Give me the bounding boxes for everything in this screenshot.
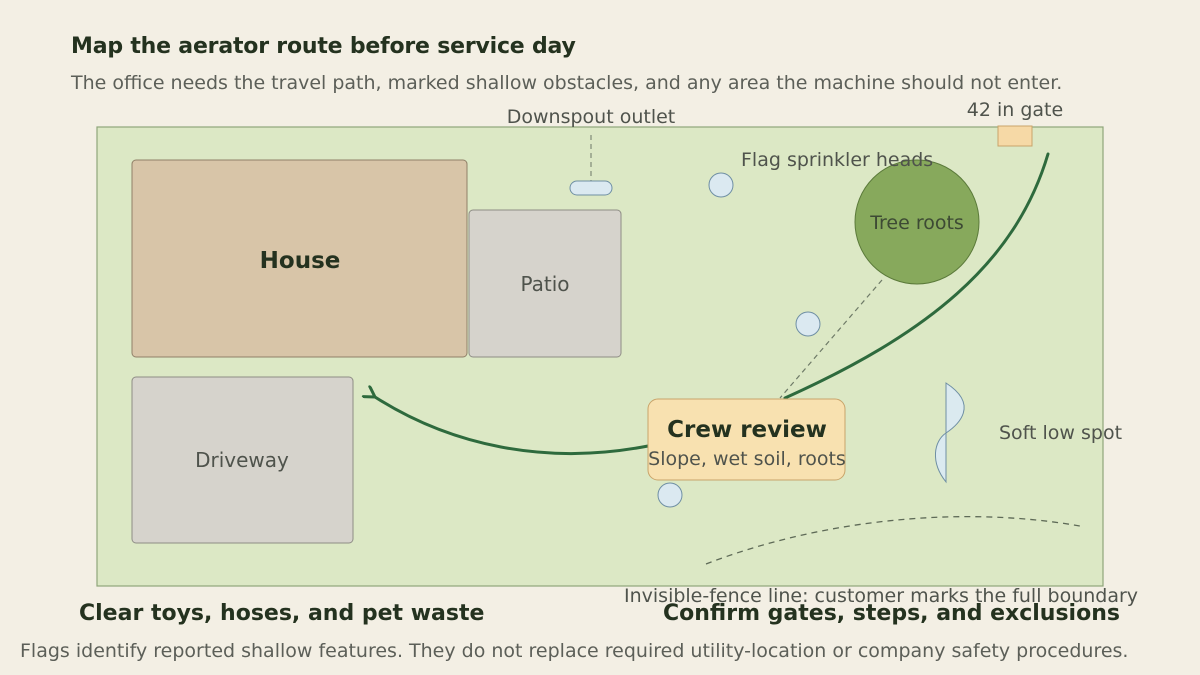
sprinkler-head [795,311,821,337]
low-spot-label: Soft low spot [999,422,1122,444]
aerator-route-arrow [375,397,650,455]
crew-review-title: Crew review [667,417,827,443]
footer-left-note: Clear toys, hoses, and pet waste [79,601,485,626]
patio-label: Patio [520,272,569,296]
page-subtitle: The office needs the travel path, marked… [71,72,1063,94]
house [131,159,468,358]
downspout-outlet [569,180,613,196]
sprinkler-head [708,172,734,198]
footer-right-note: Confirm gates, steps, and exclusions [663,601,1120,626]
patio [468,209,622,358]
driveway-label: Driveway [195,448,289,472]
driveway [131,376,354,544]
sprinkler-head [657,482,683,508]
tree-roots-label: Tree roots [869,212,964,234]
gate-label: 42 in gate [967,99,1063,121]
downspout-label: Downspout outlet [507,106,676,128]
page-title: Map the aerator route before service day [71,34,576,59]
tree-review-leader [779,279,883,399]
crew-review-subtitle: Slope, wet soil, roots [648,448,846,470]
aerator-route [783,152,1050,400]
invisible-fence-line [705,515,1081,565]
disclaimer: Flags identify reported shallow features… [20,640,1129,662]
house-label: House [260,248,341,274]
crew-review-box [647,398,846,481]
tree-roots [854,159,980,285]
gate-marker [997,125,1033,147]
low-spot [935,382,965,484]
fence-label: Invisible-fence line: customer marks the… [624,585,1138,607]
sprinkler-label: Flag sprinkler heads [741,149,933,171]
